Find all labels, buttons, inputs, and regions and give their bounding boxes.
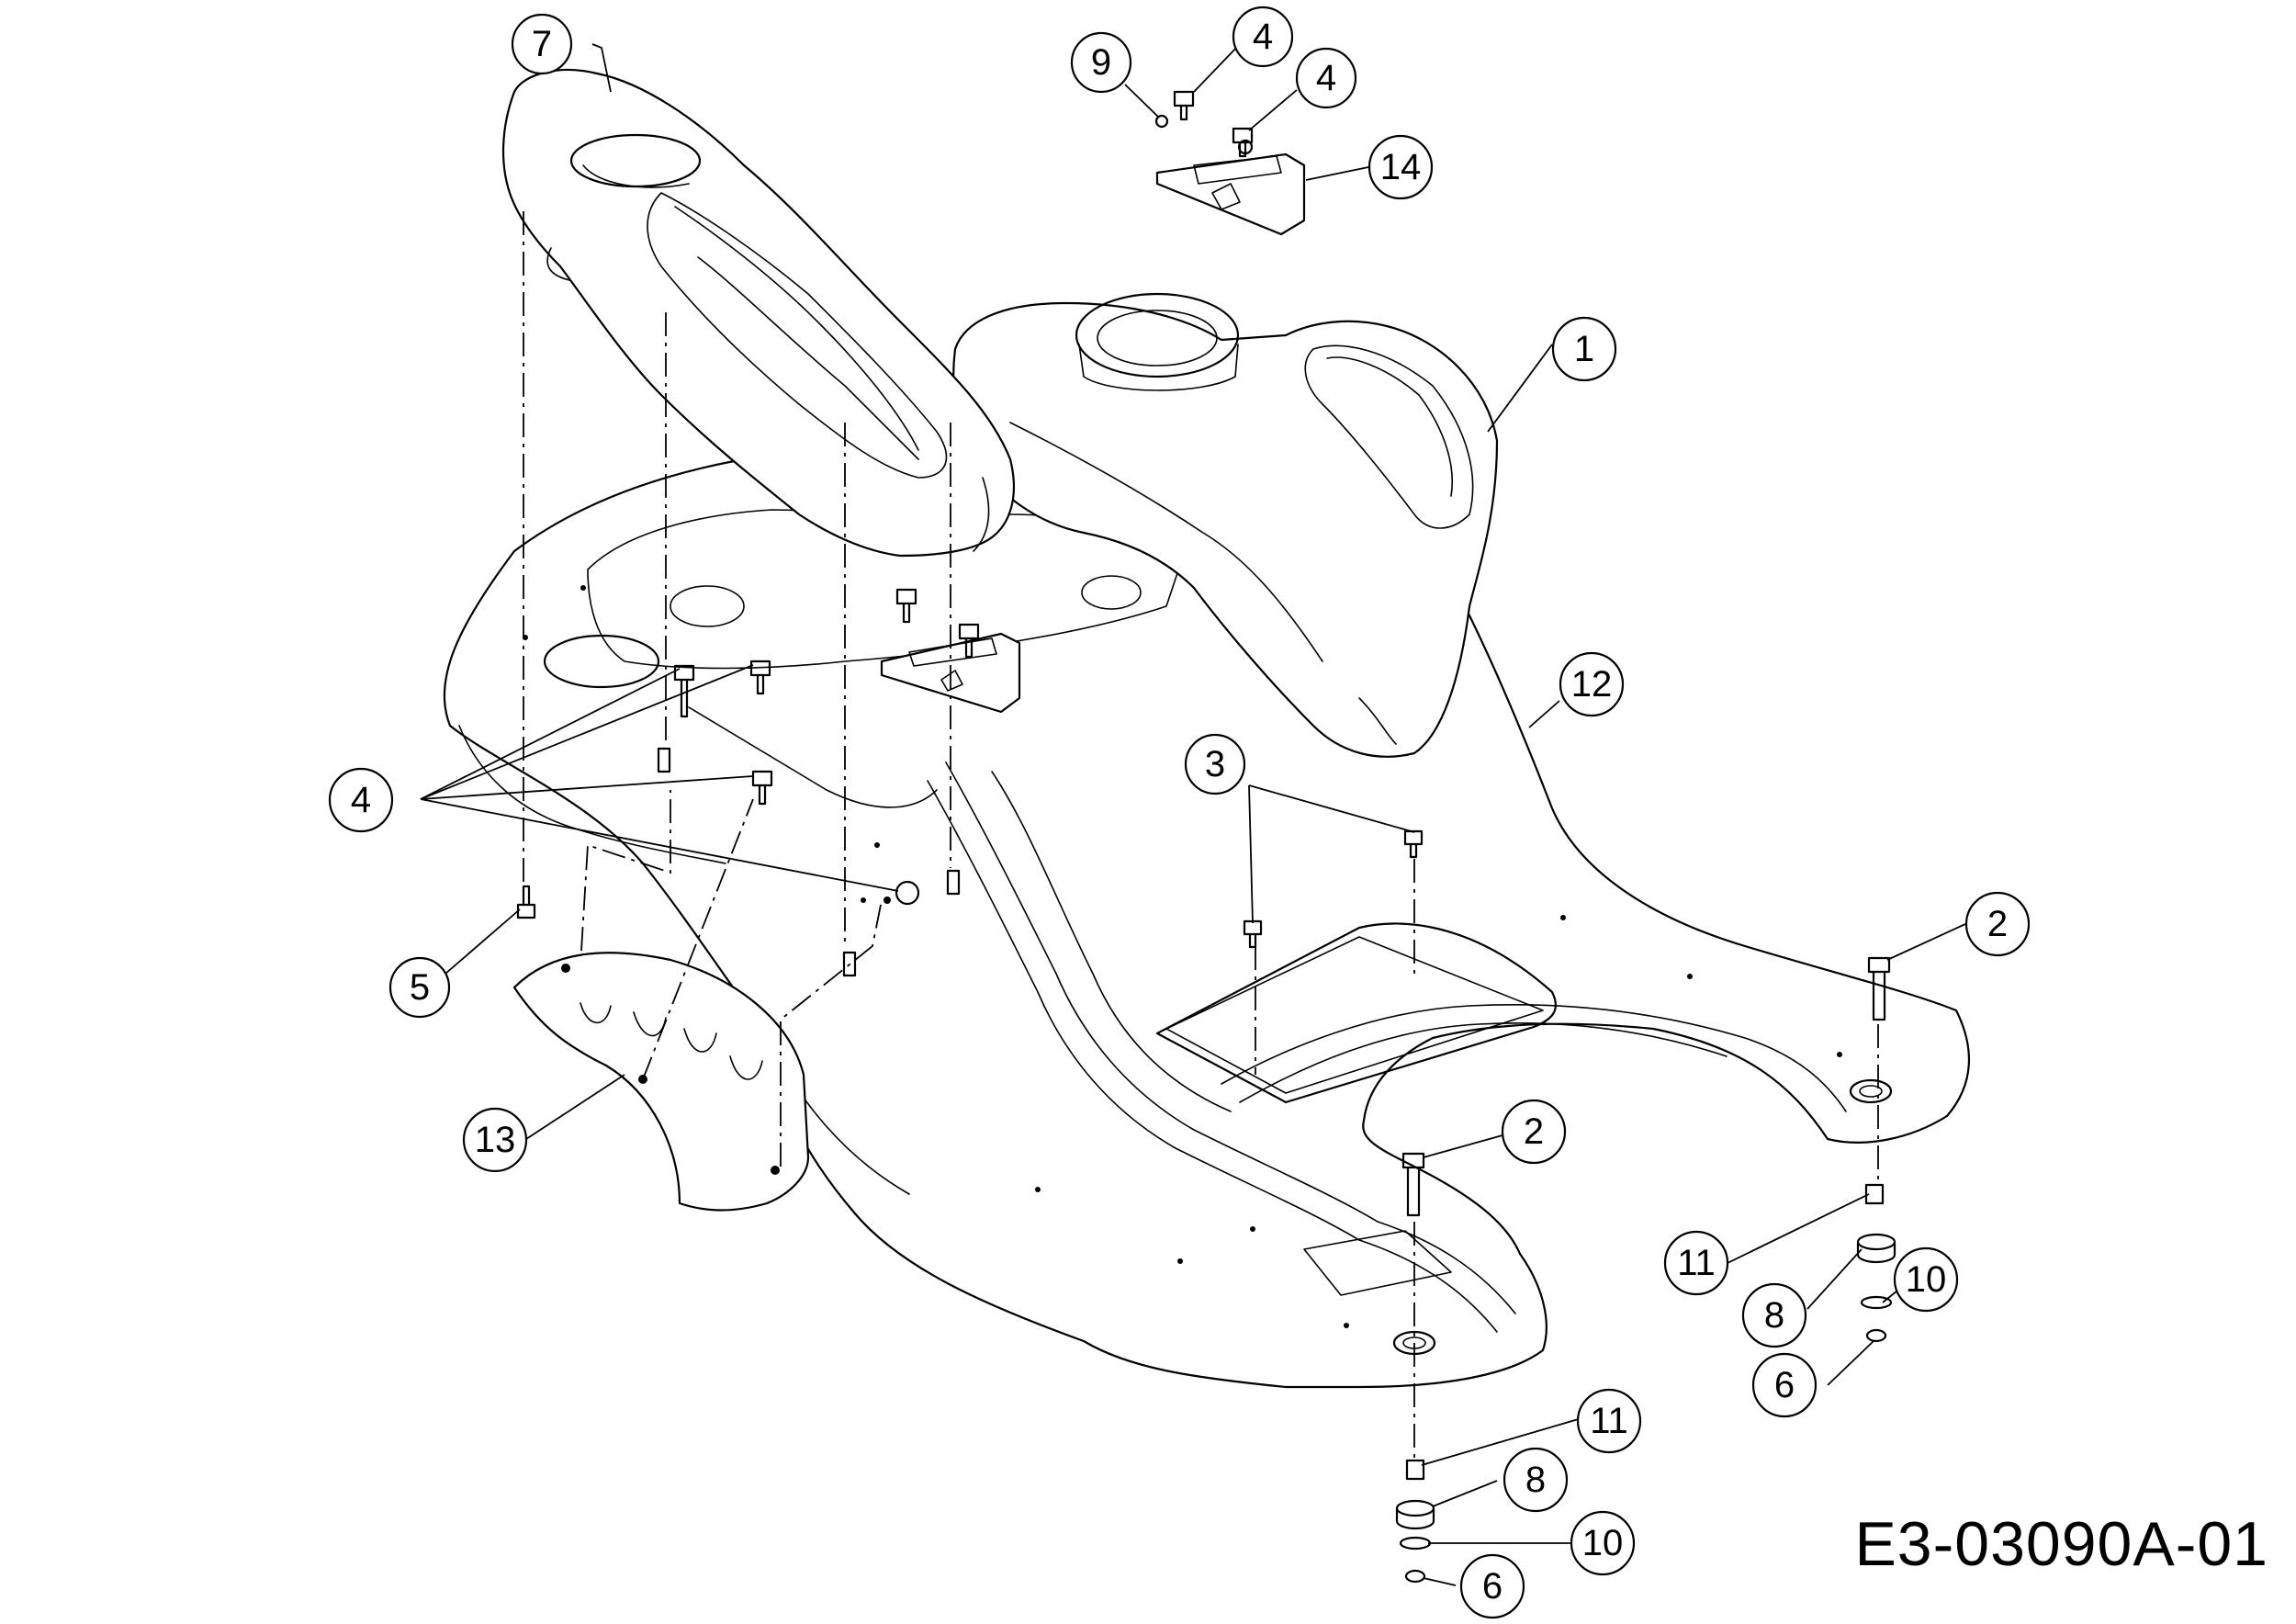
callout-6-right: 6 [1751, 1352, 1818, 1418]
callout-2-center: 2 [1501, 1099, 1567, 1165]
svg-text:13: 13 [475, 1120, 516, 1160]
callout-8-right: 8 [1741, 1282, 1807, 1348]
callout-4-top-b: 4 [1295, 47, 1357, 109]
assembly-axes [523, 211, 1879, 1460]
callout-14: 14 [1367, 134, 1434, 200]
drawing-code: E3-03090A-01 [1854, 1509, 2268, 1579]
svg-text:2: 2 [1524, 1111, 1544, 1152]
svg-text:10: 10 [1582, 1523, 1624, 1563]
callout-8-bottom: 8 [1503, 1447, 1569, 1513]
callout-2-right: 2 [1964, 891, 2031, 957]
callouts: 7 9 4 4 14 1 12 4 3 5 2 13 2 11 8 10 6 1… [328, 6, 2031, 1619]
callout-7: 7 [511, 13, 573, 75]
svg-text:10: 10 [1906, 1259, 1947, 1300]
svg-text:5: 5 [410, 967, 430, 1008]
callout-9: 9 [1070, 31, 1132, 94]
svg-text:4: 4 [351, 780, 371, 820]
callout-4-top-a: 4 [1232, 6, 1294, 68]
callout-1: 1 [1551, 316, 1617, 382]
svg-text:7: 7 [532, 24, 552, 64]
svg-text:11: 11 [1590, 1401, 1628, 1441]
console-part-7 [501, 68, 1015, 558]
svg-text:14: 14 [1380, 147, 1422, 187]
callout-6-bottom: 6 [1459, 1553, 1525, 1619]
callout-13: 13 [462, 1107, 528, 1173]
callout-11-bottom: 11 [1576, 1388, 1642, 1454]
svg-text:4: 4 [1316, 58, 1336, 98]
callout-10-bottom: 10 [1570, 1510, 1636, 1576]
svg-text:6: 6 [1482, 1566, 1503, 1607]
svg-text:6: 6 [1774, 1365, 1795, 1405]
leader-lines [420, 43, 1966, 1586]
svg-text:2: 2 [1987, 904, 2008, 944]
svg-text:1: 1 [1574, 329, 1594, 369]
callout-5: 5 [388, 956, 451, 1019]
svg-text:8: 8 [1764, 1295, 1784, 1336]
callout-12: 12 [1559, 651, 1625, 717]
callout-11-right: 11 [1663, 1230, 1729, 1296]
callout-10-right: 10 [1893, 1246, 1959, 1313]
callout-3: 3 [1184, 733, 1246, 795]
svg-text:4: 4 [1253, 17, 1273, 57]
fender-part-1 [952, 292, 1499, 758]
svg-text:8: 8 [1525, 1460, 1546, 1500]
hardware [516, 90, 1896, 1584]
bracket-part-14 [1154, 114, 1306, 236]
svg-text:12: 12 [1571, 664, 1613, 705]
svg-text:3: 3 [1205, 744, 1225, 784]
svg-text:11: 11 [1677, 1243, 1716, 1283]
plate-part-13 [512, 952, 810, 1212]
callout-4-left: 4 [328, 767, 394, 833]
svg-text:9: 9 [1091, 42, 1111, 83]
